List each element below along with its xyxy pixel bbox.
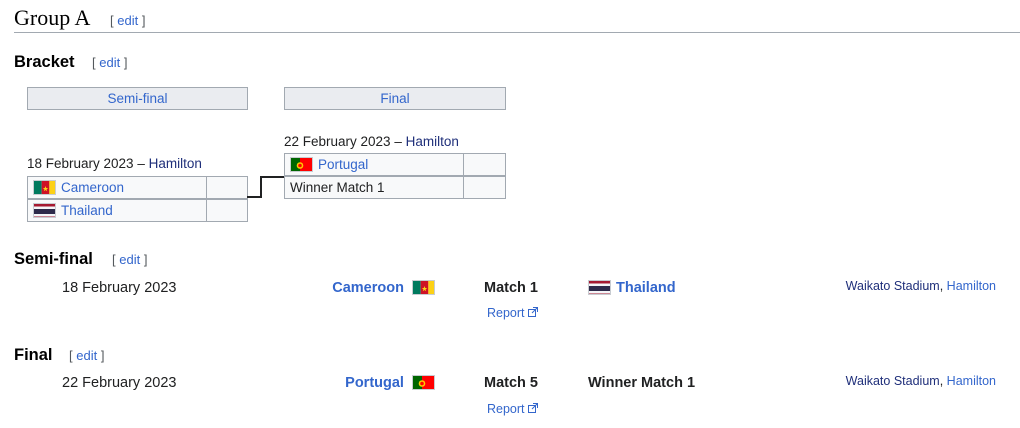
- bracket-final-team1: Portugal: [284, 153, 464, 176]
- bracket-connector: [247, 176, 285, 198]
- round-semi-final-link[interactable]: Semi-final: [107, 91, 168, 106]
- semi-final-date: 18 February 2023: [62, 280, 177, 296]
- bracket-edit-section: [ edit ]: [92, 55, 128, 70]
- bracket-final-team2: Winner Match 1: [284, 176, 464, 199]
- final-match-label: Match 5: [484, 375, 538, 391]
- semi-final-match-label: Match 1: [484, 280, 538, 296]
- external-link-icon: [528, 402, 539, 416]
- final-home-team-link[interactable]: Portugal: [345, 375, 404, 391]
- group-heading: Group A [ edit ]: [14, 5, 1020, 33]
- final-away-team: Winner Match 1: [588, 375, 696, 391]
- round-final-link[interactable]: Final: [380, 91, 410, 106]
- bracket-semi-team1-link[interactable]: Cameroon: [61, 180, 125, 195]
- final-city-link[interactable]: Hamilton: [946, 374, 996, 388]
- final-edit-section: [ edit ]: [69, 348, 105, 363]
- semi-final-home-team: Cameroon: [332, 279, 435, 297]
- thailand-flag-icon: [33, 203, 56, 218]
- bracket-final-team2-label: Winner Match 1: [290, 180, 385, 195]
- cameroon-flag-icon: [33, 180, 56, 195]
- round-header-semi-final: Semi-final: [27, 87, 248, 110]
- semi-final-edit-section: [ edit ]: [112, 252, 148, 267]
- bracket-semi-team2-link[interactable]: Thailand: [61, 203, 113, 218]
- bracket-semi-team2-score: [206, 199, 248, 222]
- bracket-semi-team2: Thailand: [27, 199, 207, 222]
- final-date: 22 February 2023: [62, 375, 177, 391]
- bracket-edit-link[interactable]: edit: [99, 55, 121, 70]
- bracket-final-venue-link[interactable]: Hamilton: [405, 134, 459, 149]
- final-edit-link[interactable]: edit: [76, 348, 98, 363]
- cameroon-flag-icon: [412, 280, 435, 295]
- final-report-link[interactable]: Report: [487, 402, 525, 416]
- bracket-semi-team1-score: [206, 176, 248, 199]
- bracket-semi-venue-link[interactable]: Hamilton: [148, 156, 202, 171]
- bracket-heading: Bracket: [14, 53, 75, 71]
- semi-final-edit-link[interactable]: edit: [119, 252, 141, 267]
- semi-final-away-team: Thailand: [588, 279, 676, 297]
- final-report: Report: [487, 400, 539, 418]
- group-edit-section: [ edit ]: [110, 13, 146, 28]
- semi-final-city-link[interactable]: Hamilton: [946, 279, 996, 293]
- portugal-flag-icon: [290, 157, 313, 172]
- semi-final-venue: Waikato Stadium, Hamilton: [845, 279, 996, 293]
- round-header-final: Final: [284, 87, 506, 110]
- bracket-semi-team1: Cameroon: [27, 176, 207, 199]
- final-home-team: Portugal: [345, 374, 435, 392]
- bracket-final-date: 22 February 2023 – Hamilton: [284, 134, 459, 149]
- external-link-icon: [528, 306, 539, 320]
- bracket-final-team1-score: [463, 153, 506, 176]
- semi-final-stadium-link[interactable]: Waikato Stadium: [845, 279, 940, 293]
- semi-final-heading: Semi-final: [14, 250, 93, 268]
- final-venue: Waikato Stadium, Hamilton: [845, 374, 996, 388]
- semi-final-home-team-link[interactable]: Cameroon: [332, 280, 404, 296]
- semi-final-away-team-link[interactable]: Thailand: [616, 280, 676, 296]
- group-edit-link[interactable]: edit: [117, 13, 139, 28]
- semi-final-report-link[interactable]: Report: [487, 306, 525, 320]
- final-stadium-link[interactable]: Waikato Stadium: [845, 374, 940, 388]
- portugal-flag-icon: [412, 375, 435, 390]
- semi-final-report: Report: [487, 304, 539, 322]
- bracket-semi-date: 18 February 2023 – Hamilton: [27, 156, 202, 171]
- bracket-final-team2-score: [463, 176, 506, 199]
- group-title: Group A: [14, 5, 91, 30]
- final-heading: Final: [14, 346, 53, 364]
- bracket-final-team1-link[interactable]: Portugal: [318, 157, 369, 172]
- thailand-flag-icon: [588, 280, 611, 295]
